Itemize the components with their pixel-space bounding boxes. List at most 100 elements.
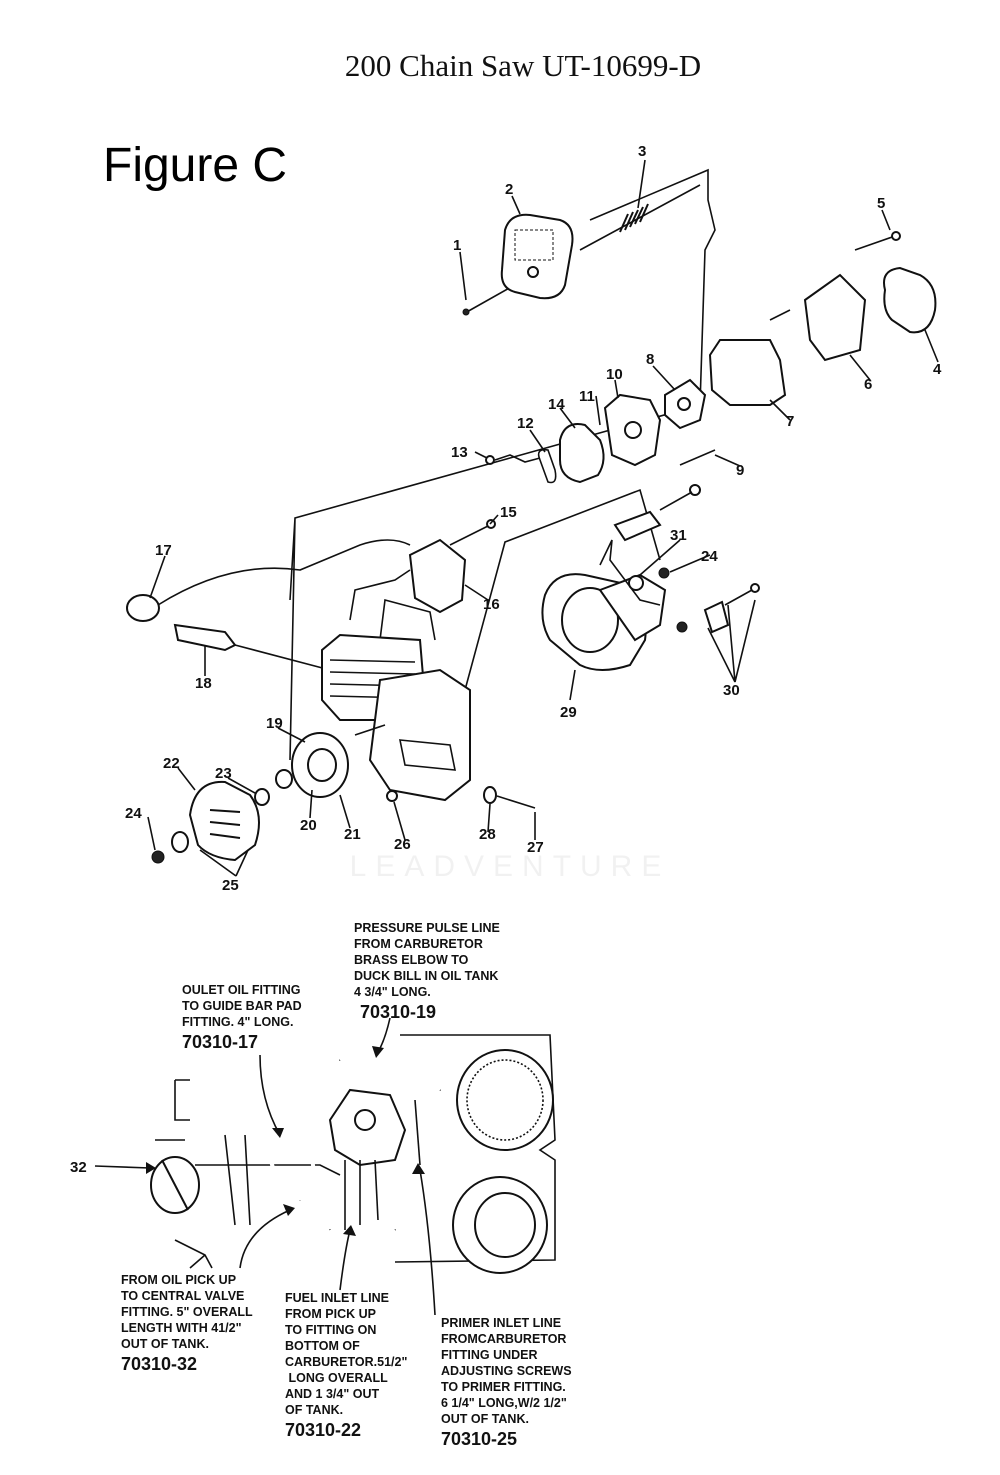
part-number-32: 32 [70,1159,87,1176]
parts-19-21-clutch [275,732,349,798]
watermark-text: LEADVENTURE [349,850,671,883]
callout-line: 4 3/4" LONG. [354,985,431,999]
part-number-3: 3 [638,143,646,160]
part-number-19: 19 [266,715,283,732]
part-number-28: 28 [479,826,496,843]
callout-line: FROM OIL PICK UP [121,1273,237,1287]
callout-line: LONG OVERALL [285,1371,388,1385]
callout-line: OUT OF TANK. [121,1337,209,1351]
part-number-4: 4 [933,361,942,378]
callout-line: FITTING. 4" LONG. [182,1015,294,1029]
exploded-view-drawing [126,159,939,877]
part-number-12: 12 [517,415,534,432]
oil-tank-detail-drawing [94,1017,556,1316]
figure-label: Figure C [103,139,288,192]
callout-line: PRESSURE PULSE LINE [354,921,500,935]
part-number-25: 25 [222,877,239,894]
callout-oil-pickup-line: FROM OIL PICK UP TO CENTRAL VALVE FITTIN… [121,1272,253,1375]
part-number-14: 14 [548,396,565,413]
callout-outlet-oil-fitting: OULET OIL FITTING TO GUIDE BAR PAD FITTI… [182,982,302,1053]
callout-line: FROMCARBURETOR [441,1332,567,1346]
part-number-16: 16 [483,596,500,613]
part-number-17: 17 [155,542,172,559]
part-number-24: 24 [125,805,142,822]
part-number-10: 10 [606,366,623,383]
callout-line: OULET OIL FITTING [182,983,301,997]
callout-fuel-inlet-line: FUEL INLET LINE FROM PICK UP TO FITTING … [285,1290,407,1441]
part-number-23: 23 [215,765,232,782]
callout-line: 6 1/4" LONG,W/2 1/2" [441,1396,567,1410]
part-number-1: 1 [453,237,461,254]
page-title: 200 Chain Saw UT-10699-D [344,48,702,83]
callout-line: TO PRIMER FITTING. [441,1380,566,1394]
part-14-gasket [559,423,605,484]
part-number-26: 26 [394,836,411,853]
part-number-9: 9 [736,462,744,479]
part-5-screw [854,231,901,251]
part-number-13: 13 [451,444,468,461]
part-6-filter-housing [803,273,867,362]
callout-line: FROM CARBURETOR [354,937,483,951]
callout-line: TO GUIDE BAR PAD [182,999,302,1013]
part-code-70310-22: 70310-22 [285,1420,362,1440]
part-9-screw [679,449,716,466]
callout-line: FITTING UNDER [441,1348,538,1362]
part-code-70310-17: 70310-17 [182,1032,259,1052]
part-number-18: 18 [195,675,212,692]
part-code-70310-25: 70310-25 [441,1429,518,1449]
callout-line: TO FITTING ON [285,1323,377,1337]
part-number-22: 22 [163,755,180,772]
part-number-20: 20 [300,817,317,834]
parts-26-28-hardware [386,786,536,809]
part-number-30: 30 [723,682,740,699]
callout-line: BRASS ELBOW TO [354,953,469,967]
part-3-spring-rod [579,184,701,251]
part-code-70310-19: 70310-19 [360,1002,437,1022]
callout-line: FITTING. 5" OVERALL [121,1305,253,1319]
part-7-carburetor [708,339,787,406]
part-number-15: 15 [500,504,517,521]
part-number-7: 7 [786,413,794,430]
part-4-filter-element [883,266,937,334]
part-number-11: 11 [579,388,595,405]
callout-line: ADJUSTING SCREWS [441,1364,572,1378]
callout-line: OF TANK. [285,1403,344,1417]
part-16-ignition-module [408,538,467,614]
part-number-29: 29 [560,704,577,721]
part-29-starter-housing [541,573,667,671]
callout-line: PRIMER INLET LINE [441,1316,562,1330]
assembly-outline [289,168,716,761]
part-15-lead [449,519,496,546]
part-number-21: 21 [344,826,361,843]
part-number-24b: 24 [701,548,718,565]
callout-line: CARBURETOR.51/2" [285,1355,408,1369]
callout-line: AND 1 3/4" OUT [285,1387,380,1401]
part-number-31: 31 [670,527,687,544]
part-number-6: 6 [864,376,872,393]
part-number-8: 8 [646,351,654,368]
callout-line: DUCK BILL IN OIL TANK [354,969,499,983]
part-13-screw [485,454,541,465]
callout-line: OUT OF TANK. [441,1412,529,1426]
part-code-70310-32: 70310-32 [121,1354,198,1374]
engine-cylinder-assembly [321,633,471,802]
number-leaders [147,159,939,877]
callout-line: BOTTOM OF [285,1339,360,1353]
callout-primer-inlet-line: PRIMER INLET LINE FROMCARBURETOR FITTING… [441,1315,572,1450]
callout-line: TO CENTRAL VALVE [121,1289,245,1303]
callout-line: LENGTH WITH 41/2" [121,1321,242,1335]
part-12-clip [537,448,557,484]
parts-22-25-clutch-drum [151,780,270,864]
parts-30-31-hardware [599,484,760,634]
part-18-spark-plug [173,623,331,671]
part-number-labels: 1 2 3 4 5 6 7 8 9 10 11 12 13 14 15 16 1… [70,143,942,1176]
part-number-5: 5 [877,195,885,212]
part-number-2: 2 [505,181,513,198]
part-2-filter-cover [500,213,574,300]
part-number-27: 27 [527,839,544,856]
callout-line: FROM PICK UP [285,1307,376,1321]
part-17-spark-plug-boot [126,539,411,622]
callout-pressure-pulse-line: PRESSURE PULSE LINE FROM CARBURETOR BRAS… [354,920,500,1023]
